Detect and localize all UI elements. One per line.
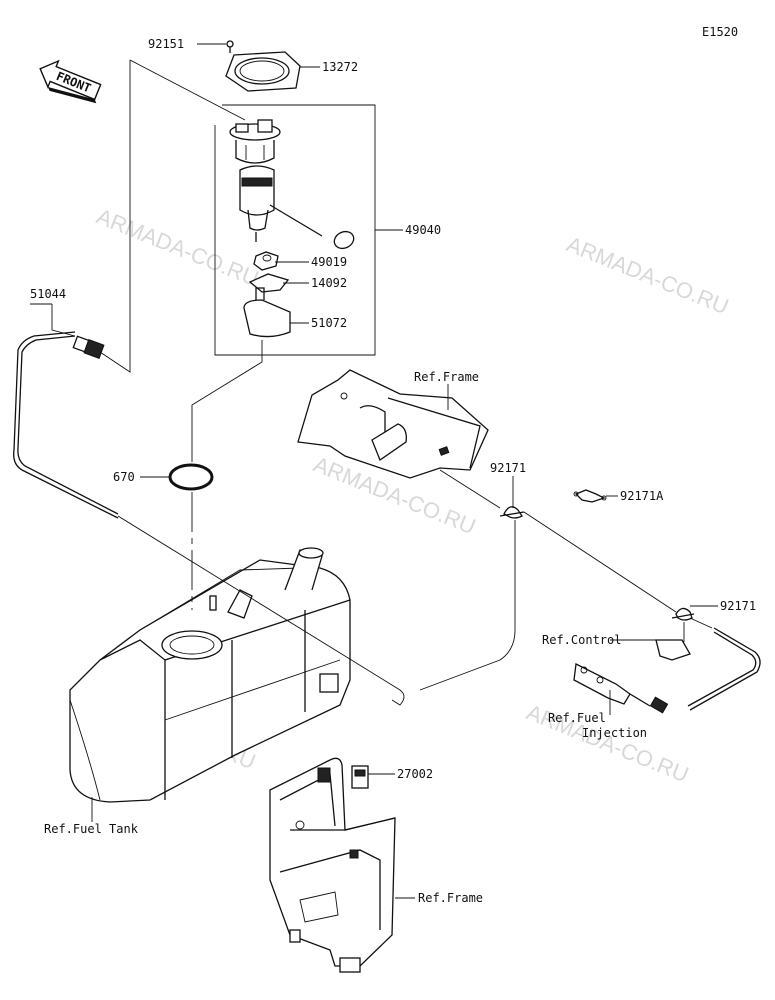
part-label-14092: 14092 bbox=[311, 276, 347, 290]
fuel-pump-icon bbox=[229, 119, 355, 250]
control-bracket-icon bbox=[655, 639, 691, 661]
fuel-hose-icon bbox=[13, 331, 119, 519]
part-label-92171-upper: 92171 bbox=[490, 461, 526, 475]
ref-label-fuel-tank: Ref.Fuel Tank bbox=[44, 822, 139, 836]
ref-label-fuel: Ref.Fuel bbox=[548, 711, 606, 725]
part-label-49019: 49019 bbox=[311, 255, 347, 269]
leader-lines bbox=[30, 43, 718, 899]
watermark-2: ARMADA-CO.RU bbox=[563, 231, 732, 319]
o-ring-icon bbox=[168, 463, 214, 491]
part-label-92171a: 92171A bbox=[620, 489, 664, 503]
part-label-49040: 49040 bbox=[405, 223, 441, 237]
clamp-small-icon bbox=[573, 489, 607, 503]
assembly-bracket bbox=[214, 104, 376, 356]
part-label-13272: 13272 bbox=[322, 60, 358, 74]
clamp-lower-icon bbox=[671, 607, 695, 621]
ref-label-injection: Injection bbox=[582, 726, 647, 740]
part-label-670: 670 bbox=[113, 470, 135, 484]
fuel-injection-icon bbox=[573, 663, 651, 707]
gasket-plate-icon bbox=[225, 51, 301, 92]
part-label-92151: 92151 bbox=[148, 37, 184, 51]
clamp-icon bbox=[499, 506, 525, 519]
watermark-1: ARMADA-CO.RU bbox=[93, 203, 262, 291]
diagram-code: E1520 bbox=[702, 25, 738, 39]
connector-icon bbox=[351, 765, 369, 789]
fuel-line-icon bbox=[649, 627, 761, 714]
frame-top-icon bbox=[297, 369, 489, 479]
sub-tank-cup-icon bbox=[243, 287, 291, 338]
part-label-92171-lower: 92171 bbox=[720, 599, 756, 613]
filter-icon bbox=[253, 251, 279, 271]
ref-label-frame-top: Ref.Frame bbox=[414, 370, 479, 384]
part-label-27002: 27002 bbox=[397, 767, 433, 781]
frame-bottom-icon bbox=[269, 757, 396, 973]
front-arrow-icon: FRONT bbox=[39, 59, 102, 104]
part-label-51072: 51072 bbox=[311, 316, 347, 330]
ref-label-frame-bottom: Ref.Frame bbox=[418, 891, 483, 905]
fuel-tank-icon bbox=[69, 547, 351, 803]
screw-icon bbox=[226, 40, 234, 53]
part-label-51044: 51044 bbox=[30, 287, 66, 301]
ref-label-control: Ref.Control bbox=[542, 633, 621, 647]
